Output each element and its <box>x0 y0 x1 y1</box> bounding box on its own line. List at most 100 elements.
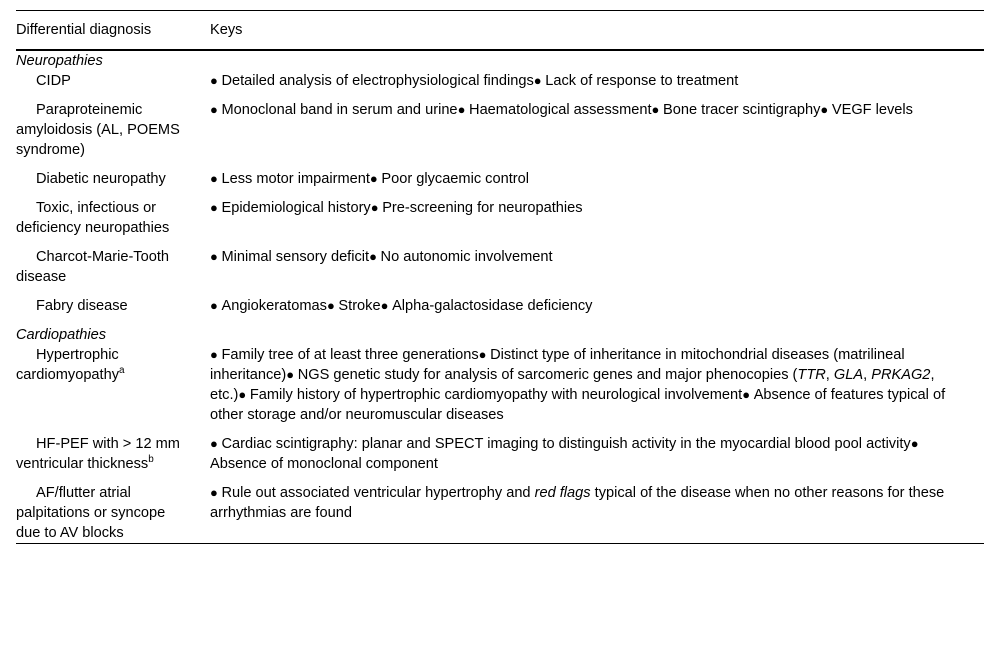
italic-term: TTR <box>797 367 826 383</box>
diagnosis-cell: AF/flutter atrial palpitations or syncop… <box>16 485 166 541</box>
section-keys-empty <box>202 325 984 345</box>
keys-cell: ● Family tree of at least three generati… <box>202 345 984 425</box>
table-row: HF-PEF with > 12 mm ventricular thicknes… <box>16 434 984 474</box>
key-item: Distinct type of inheritance in mitochon… <box>210 347 905 383</box>
key-item: VEGF levels <box>831 102 913 118</box>
italic-term: red flags <box>534 485 591 501</box>
key-item: Minimal sensory deficit <box>221 249 370 265</box>
bullet-icon: ● <box>210 171 222 186</box>
bullet-icon: ● <box>651 102 664 117</box>
bullet-icon: ● <box>210 298 222 313</box>
diagnosis-cell: Diabetic neuropathy <box>36 171 166 187</box>
keys-cell: ● Minimal sensory deficit● No autonomic … <box>202 247 984 287</box>
diagnosis-cell: Toxic, infectious or deficiency neuropat… <box>16 200 170 236</box>
key-item: Family tree of at least three generation… <box>221 347 479 363</box>
column-header-keys: Keys <box>210 22 243 38</box>
italic-term: PRKAG2 <box>871 367 931 383</box>
bullet-icon: ● <box>238 387 250 402</box>
bullet-icon: ● <box>457 102 470 117</box>
table-top-rule <box>16 10 984 11</box>
bullet-icon: ● <box>210 200 222 215</box>
table-header: Differential diagnosis Keys <box>16 11 984 49</box>
bullet-icon: ● <box>210 347 222 362</box>
differential-diagnosis-table: Differential diagnosis Keys Neuropathies… <box>0 10 1000 648</box>
key-item: Less motor impairment <box>221 171 370 187</box>
bullet-icon: ● <box>369 249 381 264</box>
table-row: Diabetic neuropathy ● Less motor impairme… <box>16 169 984 189</box>
table-row: Paraproteinemic amyloidosis (AL, POEMS s… <box>16 100 984 160</box>
table-bottom-rule <box>16 543 984 544</box>
section-title: Cardiopathies <box>16 327 107 343</box>
key-item: Haematological assessment <box>469 102 652 118</box>
row-spacer <box>16 316 984 325</box>
table-row: Charcot-Marie-Tooth disease ● Minimal sen… <box>16 247 984 287</box>
row-spacer <box>16 474 984 483</box>
key-item: Poor glycaemic control <box>381 171 529 187</box>
row-spacer <box>16 189 984 198</box>
diagnosis-cell: Paraproteinemic amyloidosis (AL, POEMS s… <box>16 102 180 158</box>
key-item: Alpha-galactosidase deficiency <box>392 298 593 314</box>
footnote-marker: b <box>148 454 154 466</box>
key-item: Monoclonal band in serum and urine <box>221 102 458 118</box>
key-item: Pre-screening for neuropathies <box>382 200 583 216</box>
row-spacer <box>16 238 984 247</box>
keys-cell: ● Cardiac scintigraphy: planar and SPECT… <box>202 434 984 474</box>
diagnosis-cell: CIDP <box>36 73 71 89</box>
key-item: Absence of features typical of other sto… <box>210 387 946 423</box>
bullet-icon: ● <box>369 171 382 186</box>
bullet-icon: ● <box>533 73 546 88</box>
section-keys-empty <box>202 51 984 71</box>
key-item: Cardiac scintigraphy: planar and SPECT i… <box>221 436 911 452</box>
bullet-icon: ● <box>910 436 919 451</box>
key-item: Angiokeratomas <box>221 298 327 314</box>
diagnosis-keys-table: Differential diagnosis Keys <box>16 11 984 49</box>
key-item: Rule out associated ventricular hypertro… <box>210 485 945 521</box>
bullet-icon: ● <box>210 73 222 88</box>
table-row: CIDP ● Detailed analysis of electrophysio… <box>16 71 984 91</box>
table-row: AF/flutter atrial palpitations or syncop… <box>16 483 984 543</box>
diagnosis-cell: Fabry disease <box>36 298 128 314</box>
section-header-row: Neuropathies <box>16 51 984 71</box>
keys-cell: ● Less motor impairment● Poor glycaemic … <box>202 169 984 189</box>
italic-term: GLA <box>833 367 864 383</box>
keys-cell: ● Detailed analysis of electrophysiologi… <box>202 71 984 91</box>
row-spacer <box>16 425 984 434</box>
bullet-icon: ● <box>380 298 393 313</box>
bullet-icon: ● <box>210 249 222 264</box>
keys-cell: ● Rule out associated ventricular hypert… <box>202 483 984 543</box>
bullet-icon: ● <box>286 367 298 382</box>
footnote-marker: a <box>119 365 125 377</box>
bullet-icon: ● <box>210 436 222 451</box>
column-header-differential-diagnosis: Differential diagnosis <box>16 22 152 38</box>
section-title: Neuropathies <box>16 53 103 69</box>
table-row: Toxic, infectious or deficiency neuropat… <box>16 198 984 238</box>
keys-cell: ● Epidemiological history● Pre-screening… <box>202 198 984 238</box>
bullet-icon: ● <box>742 387 754 402</box>
key-item: No autonomic involvement <box>380 249 553 265</box>
table-header-rule <box>16 49 984 51</box>
key-item: Bone tracer scintigraphy <box>663 102 821 118</box>
keys-cell: ● Angiokeratomas● Stroke● Alpha-galactos… <box>202 296 984 316</box>
key-item: Absence of monoclonal component <box>210 456 438 472</box>
key-item: Lack of response to treatment <box>545 73 739 89</box>
key-item: Epidemiological history <box>221 200 371 216</box>
bullet-icon: ● <box>820 102 832 117</box>
diagnosis-cell: Hypertrophic cardiomyopathya <box>16 347 125 383</box>
keys-cell: ● Monoclonal band in serum and urine● Ha… <box>202 100 984 160</box>
diagnosis-cell: Charcot-Marie-Tooth disease <box>16 249 170 285</box>
bullet-icon: ● <box>326 298 339 313</box>
row-spacer <box>16 287 984 296</box>
header-row: Differential diagnosis Keys <box>16 11 984 49</box>
key-item: Detailed analysis of electrophysiologica… <box>221 73 534 89</box>
table-row: Hypertrophic cardiomyopathya ● Family tre… <box>16 345 984 425</box>
bullet-icon: ● <box>370 200 383 215</box>
row-spacer <box>16 91 984 100</box>
table-row: Fabry disease● Angiokeratomas● Stroke● A… <box>16 296 984 316</box>
diagnosis-cell: HF-PEF with > 12 mm ventricular thicknes… <box>16 436 180 472</box>
key-item: Stroke <box>338 298 381 314</box>
key-item: Family history of hypertrophic cardiomyo… <box>249 387 743 403</box>
bullet-icon: ● <box>210 102 222 117</box>
section-header-row: Cardiopathies <box>16 325 984 345</box>
